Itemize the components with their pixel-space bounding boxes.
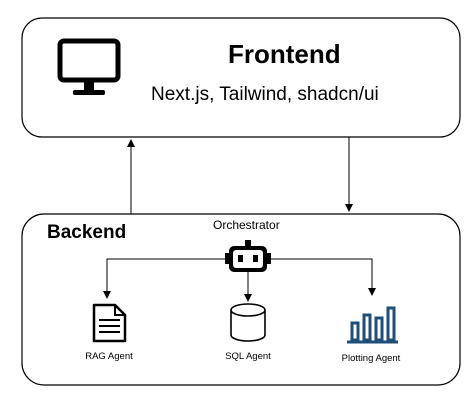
connector-to-plotting xyxy=(271,258,376,296)
sql-agent-label: SQL Agent xyxy=(225,351,271,362)
plotting-agent-label: Plotting Agent xyxy=(341,353,401,364)
orchestrator-label: Orchestrator xyxy=(213,218,280,232)
document-icon xyxy=(92,303,127,343)
frontend-box xyxy=(21,17,461,138)
monitor-icon xyxy=(57,38,121,95)
frontend-title: Frontend xyxy=(228,39,341,69)
backend-title: Backend xyxy=(47,222,127,243)
frontend-subtitle: Next.js, Tailwind, shadcn/ui xyxy=(151,84,379,105)
database-icon xyxy=(230,303,266,342)
bar-chart-icon xyxy=(347,306,398,344)
connector-to-rag xyxy=(103,258,229,299)
rag-agent-label: RAG Agent xyxy=(85,351,133,362)
robot-icon xyxy=(225,240,271,272)
